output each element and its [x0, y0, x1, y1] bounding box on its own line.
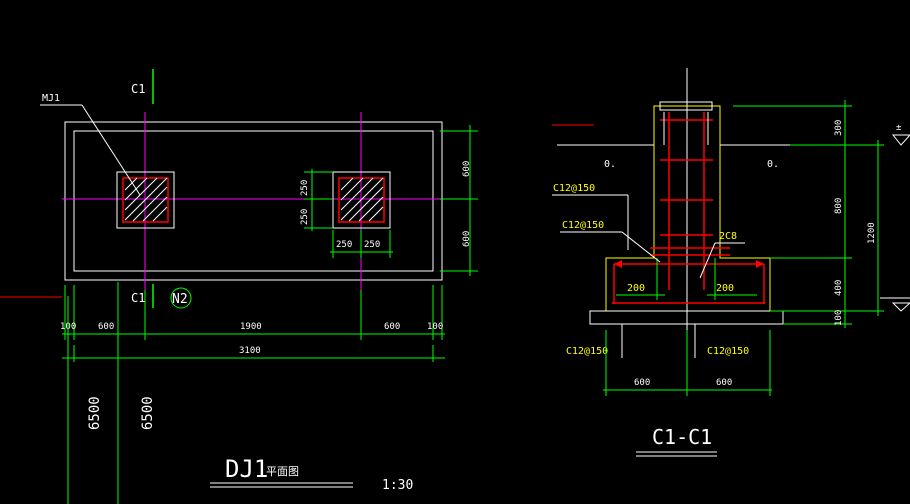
note-circle: [170, 287, 192, 309]
dim-section-400: 400: [834, 280, 844, 296]
dim-section-bottom-2: 600: [716, 378, 732, 388]
dim-pedestal-v-chain: [304, 169, 333, 231]
dim-right-2: 600: [462, 231, 472, 247]
section-mark-bottom-label: C1: [131, 291, 145, 305]
dim-section-300: 300: [834, 120, 844, 136]
dim-section-1200: 1200: [867, 222, 877, 244]
rebar-leader-2b: [621, 231, 661, 263]
rebar-label-5: 200: [716, 283, 734, 294]
dim-bottom-chain: [62, 285, 445, 362]
elev-marker-top: [891, 134, 910, 146]
base-rebar: [612, 247, 765, 304]
dim-bottom-5: 100: [427, 322, 443, 332]
dim-section-800: 800: [834, 198, 844, 214]
ground-mark-left: 0.: [604, 159, 616, 170]
section-title: C1-C1: [652, 425, 712, 449]
dim-bottom-4: 600: [384, 322, 400, 332]
plan-scale: 1:30: [382, 478, 413, 493]
rebar-label-3: 2C8: [719, 231, 737, 242]
rebar-label-1: C12@150: [553, 183, 595, 194]
embed-leader-diag: [81, 104, 141, 196]
dim-200-lines: [616, 258, 757, 300]
dim-pedestal-v-2: 250: [300, 209, 310, 225]
plan-title-cjk: 平面图: [266, 465, 299, 478]
elev-marker-bottom: [891, 302, 910, 312]
plan-view: C1 C1 MJ1 N2 100 600 1900 600 100 3: [0, 69, 478, 504]
rebar-arrow-left: [614, 260, 622, 268]
elev-mark-text: ±: [896, 123, 902, 133]
blinding-pad: [589, 310, 784, 325]
column-outline: [605, 105, 771, 312]
dim-right-chain: [440, 125, 478, 276]
dim-section-right: [733, 100, 884, 328]
dim-section-100: 100: [834, 310, 844, 326]
column-rebar: [660, 112, 713, 290]
pedestal-left: [116, 171, 175, 229]
section-mark-top-label: C1: [131, 82, 145, 96]
ground-mark-right: 0.: [767, 159, 779, 170]
dim-pedestal-h-2: 250: [364, 240, 380, 250]
dim-pedestal-v-1: 250: [300, 180, 310, 196]
rebar-label-4: 200: [627, 283, 645, 294]
dim-right-1: 600: [462, 161, 472, 177]
embed-label: MJ1: [42, 93, 60, 104]
dim-section-bottom: [603, 330, 772, 396]
dim-bottom-3: 1900: [240, 322, 262, 332]
section-view: 0. 0.: [552, 68, 910, 457]
left-dim-6500-a: 6500: [87, 396, 103, 430]
note-circle-label: N2: [172, 292, 188, 307]
dim-pedestal-h-1: 250: [336, 240, 352, 250]
column-cap: [659, 101, 713, 111]
footing-outer-outline: [64, 121, 443, 281]
left-dim-6500-b: 6500: [140, 396, 156, 430]
dim-pedestal-h-chain: [330, 230, 393, 258]
pedestal-right: [332, 171, 391, 229]
rebar-leader-3b: [699, 242, 716, 279]
rebar-label-2: C12@150: [562, 220, 604, 231]
dim-section-bottom-1: 600: [634, 378, 650, 388]
dim-bottom-2: 600: [98, 322, 114, 332]
footing-inner-outline: [73, 130, 434, 272]
rebar-label-7: C12@150: [707, 346, 749, 357]
rebar-arrow-right: [756, 260, 764, 268]
rebar-label-6: C12@150: [566, 346, 608, 357]
dim-total: 3100: [239, 346, 261, 356]
plan-title: DJ1: [225, 455, 268, 483]
